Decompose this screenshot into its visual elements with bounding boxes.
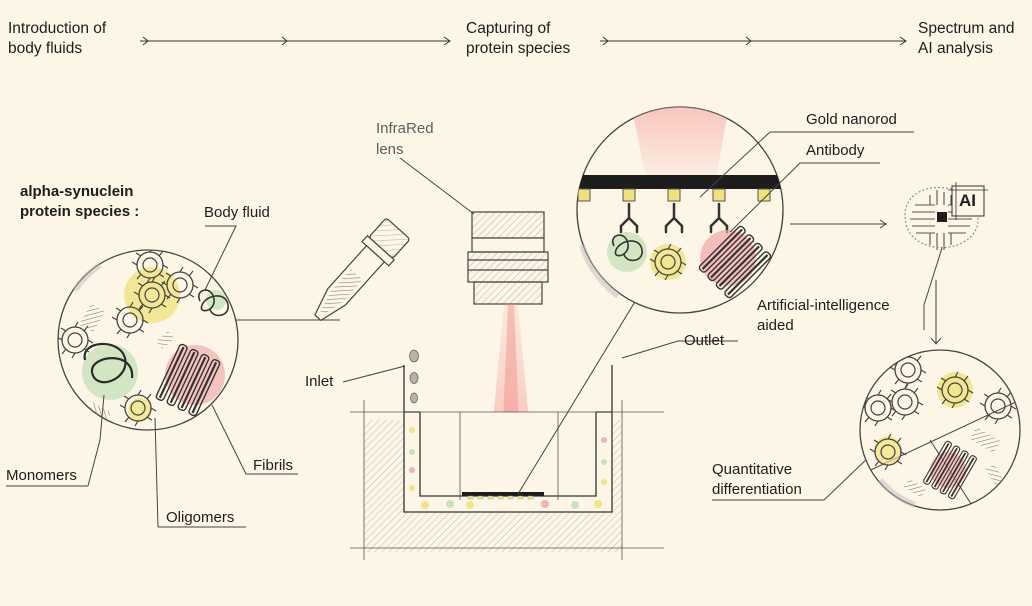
step-analysis: Spectrum and AI analysis bbox=[918, 20, 1015, 57]
label-ir-lens: InfraRed lens bbox=[376, 120, 434, 158]
microfluidic-chip bbox=[350, 365, 664, 560]
step-capturing: Capturing of protein species bbox=[466, 20, 571, 57]
label-oligomers: Oligomers bbox=[166, 509, 235, 526]
step-arrow-1 bbox=[140, 36, 451, 46]
label-monomers: Monomers bbox=[6, 467, 77, 484]
leader-lines-zoom bbox=[699, 131, 914, 233]
result-circle bbox=[859, 349, 1021, 511]
label-body-fluid: Body fluid bbox=[204, 204, 270, 221]
ai-chip-icon bbox=[904, 182, 988, 250]
drops bbox=[409, 349, 419, 404]
label-fibrils: Fibrils bbox=[253, 457, 293, 474]
ir-lens-icon bbox=[467, 211, 549, 305]
species-title: alpha-synuclein protein species : bbox=[20, 183, 140, 220]
label-quantitative: Quantitative differentiation bbox=[712, 461, 802, 498]
step-arrow-2 bbox=[600, 36, 907, 46]
leader-lines-center bbox=[342, 299, 738, 495]
zoom-circle bbox=[576, 106, 784, 314]
label-ai-aided: Artificial-intelligence aided bbox=[757, 297, 890, 334]
label-antibody: Antibody bbox=[806, 142, 865, 159]
dropper-icon bbox=[314, 218, 410, 322]
protein-species-circle bbox=[57, 249, 239, 431]
leader-lines-ai bbox=[712, 247, 943, 501]
label-gold-nanorod: Gold nanorod bbox=[806, 111, 897, 128]
label-inlet: Inlet bbox=[305, 373, 334, 390]
step-introduction: Introduction of body fluids bbox=[8, 20, 107, 57]
ai-badge: AI bbox=[959, 191, 976, 210]
leader-lines-left bbox=[6, 225, 340, 528]
label-outlet: Outlet bbox=[684, 332, 725, 349]
